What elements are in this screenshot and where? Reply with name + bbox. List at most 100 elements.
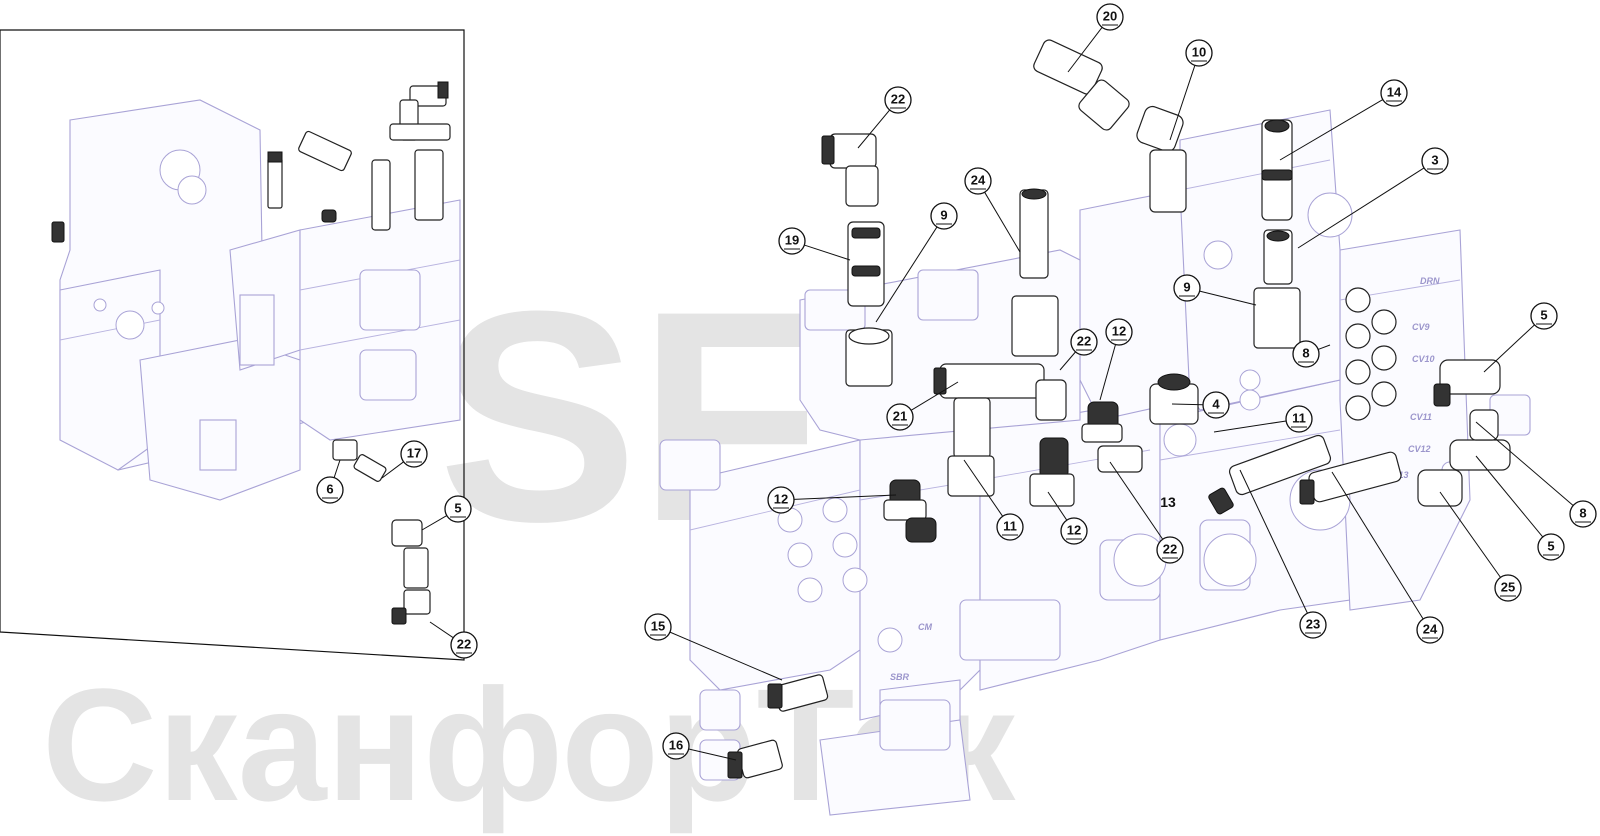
leader-line — [1475, 455, 1544, 538]
callout-number: 14 — [1387, 85, 1402, 100]
callout-8: 8 — [1292, 340, 1331, 368]
callout-number: 24 — [1423, 622, 1438, 637]
callout-balloon — [886, 403, 914, 431]
callout-balloon — [1494, 574, 1522, 602]
detail-fittings — [267, 81, 451, 625]
callout-15: 15 — [644, 613, 783, 681]
leader-line — [1199, 290, 1257, 306]
callout-balloon — [1285, 405, 1313, 433]
mark-cv9: CV9 — [1412, 322, 1430, 332]
leader-line — [381, 461, 404, 479]
callout-balloon — [767, 486, 795, 514]
callout-12: 12 — [1099, 318, 1133, 401]
leader-line — [669, 631, 783, 681]
leader-line — [1067, 27, 1103, 73]
callout-11: 11 — [1213, 405, 1313, 433]
callout-number: 5 — [1547, 539, 1554, 554]
callout-balloon — [778, 227, 806, 255]
leader-line — [1169, 65, 1196, 141]
callout-balloon — [1060, 517, 1088, 545]
callout-balloon — [1421, 147, 1449, 175]
callout-balloon — [644, 613, 672, 641]
callout-number: 8 — [1579, 506, 1586, 521]
callout-number: 9 — [1183, 280, 1190, 295]
leader-line — [333, 459, 341, 478]
leader-line — [1059, 351, 1076, 371]
leader-line — [804, 244, 851, 261]
leader-line — [688, 748, 737, 761]
callout-8: 8 — [1475, 421, 1597, 528]
callout-24: 24 — [964, 167, 1021, 253]
callout-number: 9 — [940, 208, 947, 223]
leader-line — [793, 494, 897, 500]
main-fittings — [727, 39, 1511, 779]
callout-balloon — [1096, 3, 1124, 31]
leader-line — [1213, 420, 1287, 433]
callout-number: 12 — [1067, 523, 1081, 538]
leader-line — [1047, 491, 1068, 521]
leader-line — [421, 515, 448, 531]
callout-22: 22 — [1059, 328, 1098, 371]
callout-balloon — [884, 86, 912, 114]
mark-cv10: CV10 — [1412, 354, 1435, 364]
callout-10: 10 — [1169, 39, 1213, 141]
leader-line — [1439, 491, 1501, 578]
callout-number: 19 — [785, 233, 799, 248]
leader-line — [429, 621, 454, 639]
callout-5: 5 — [1475, 455, 1565, 561]
callout-22: 22 — [1109, 461, 1184, 564]
callout-number: 25 — [1501, 580, 1515, 595]
callout-17: 17 — [381, 440, 428, 479]
callout-number: 22 — [1077, 334, 1091, 349]
callout-balloon — [316, 476, 344, 504]
callout-balloon — [1537, 533, 1565, 561]
detail-valve-body — [51, 99, 461, 501]
callout-balloon — [444, 495, 472, 523]
callout-22: 22 — [857, 86, 912, 149]
plain-label-13: 13 — [1160, 494, 1176, 510]
callout-25: 25 — [1439, 491, 1522, 602]
callout-5: 5 — [1483, 302, 1558, 373]
callout-24: 24 — [1331, 471, 1444, 644]
leader-line — [1297, 167, 1425, 249]
callout-balloon — [930, 202, 958, 230]
callout-number: 11 — [1003, 519, 1017, 534]
leader-line — [910, 381, 959, 411]
callout-22: 22 — [429, 621, 478, 659]
callout-balloon — [964, 167, 992, 195]
callout-19: 19 — [778, 227, 851, 261]
callout-number: 22 — [891, 92, 905, 107]
callout-number: 23 — [1306, 617, 1320, 632]
callout-number: 16 — [669, 738, 683, 753]
callout-number: 8 — [1302, 346, 1309, 361]
leader-line — [1171, 403, 1204, 406]
callout-number: 12 — [1112, 324, 1126, 339]
callout-balloon — [1292, 340, 1320, 368]
leader-line — [857, 109, 891, 149]
callout-number: 10 — [1192, 45, 1206, 60]
callout-number: 20 — [1103, 9, 1117, 24]
callout-balloon — [1185, 39, 1213, 67]
callout-number: 5 — [1540, 308, 1547, 323]
leader-line — [1099, 344, 1116, 401]
callout-number: 15 — [651, 619, 665, 634]
callout-balloon — [1070, 328, 1098, 356]
callout-balloon — [1299, 611, 1327, 639]
callout-number: 24 — [971, 173, 986, 188]
leader-line — [1331, 471, 1424, 620]
callout-number: 12 — [774, 492, 788, 507]
callout-number: 17 — [407, 446, 421, 461]
callout-balloon — [1202, 391, 1230, 419]
mark-sbr: SBR — [890, 672, 910, 682]
callout-number: 6 — [326, 482, 333, 497]
callout-3: 3 — [1297, 147, 1449, 249]
leader-line — [875, 226, 938, 323]
mark-cv11: CV11 — [1410, 412, 1432, 422]
callout-balloon — [1173, 274, 1201, 302]
callout-balloon — [450, 631, 478, 659]
callout-9: 9 — [1173, 274, 1257, 306]
callout-balloon — [1569, 500, 1597, 528]
callout-5: 5 — [421, 495, 472, 531]
